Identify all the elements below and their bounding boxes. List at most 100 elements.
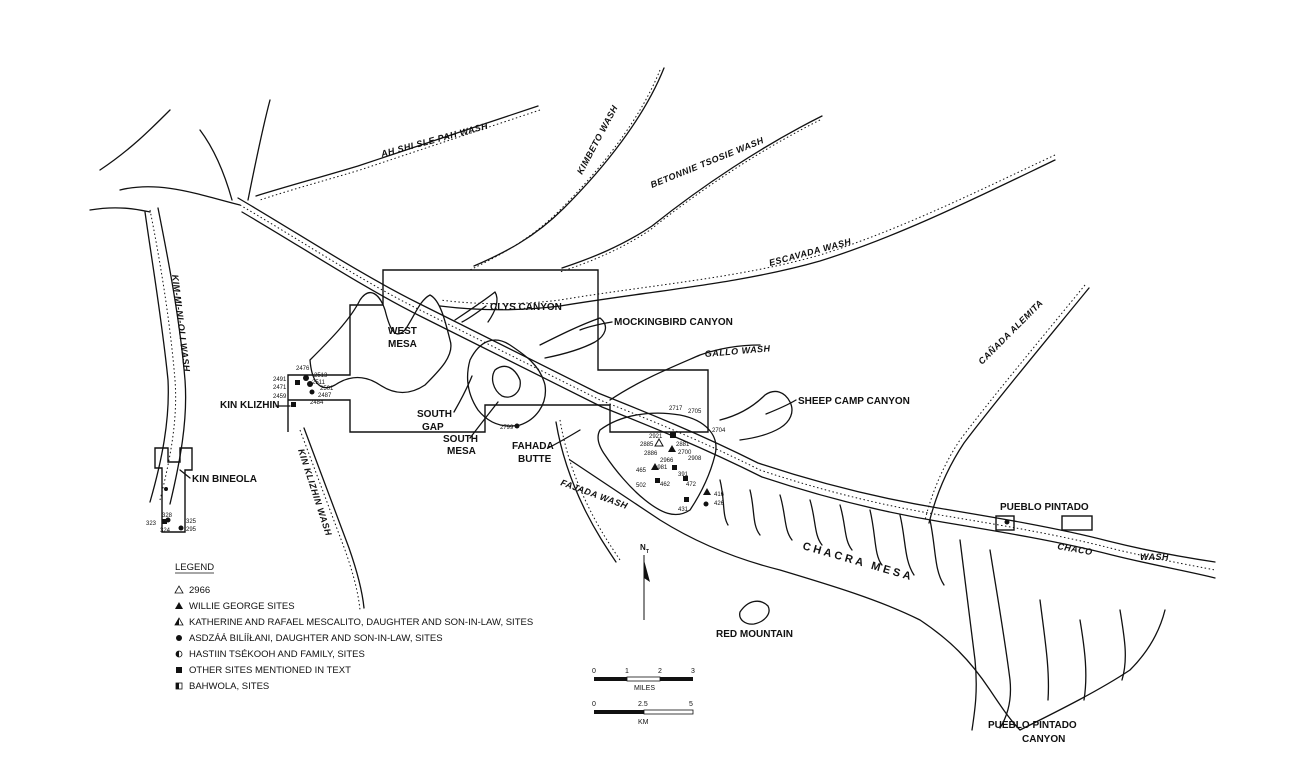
site-marker (668, 445, 676, 452)
scale-bar-miles-segment (660, 677, 693, 681)
site-label: 502 (636, 483, 647, 489)
leader-line (179, 469, 191, 479)
kimbeto-wash-bank (473, 67, 665, 267)
west-label: WEST (388, 326, 417, 337)
south-mesa-edge (467, 339, 547, 427)
site-marker (672, 465, 677, 470)
scale-miles-unit: MILES (634, 685, 655, 692)
filled-circle-icon (176, 635, 182, 641)
site-marker (651, 463, 659, 470)
site-label: 2885 (640, 442, 654, 448)
upper-left-drainage (89, 109, 241, 213)
site-label: 2459 (273, 394, 287, 400)
south-mesa-label-1: SOUTH (443, 434, 478, 445)
north-sub-label: T (646, 549, 649, 555)
scale-km-tick-1: 2.5 (638, 701, 648, 708)
mesa-escarpments (309, 291, 1166, 731)
kin-klizhin-label: KIN KLIZHIN (220, 400, 279, 411)
site-label: 2881 (676, 442, 690, 448)
site-label: 426 (714, 501, 725, 507)
gallo-wash-label: GALLO WASH (704, 343, 771, 359)
sheep-camp-canyon (719, 390, 793, 441)
fajada-wash-label: FAJADA WASH (559, 477, 629, 511)
site-marker (514, 423, 520, 429)
site-marker (684, 497, 689, 502)
site-label: 416 (714, 492, 725, 498)
scale-miles-tick-0: 0 (592, 668, 596, 675)
chaco-wash-line (239, 204, 1216, 571)
leader-line (547, 429, 581, 449)
ah-shi-sle-pah-wash-line (259, 109, 541, 201)
site-label: 2921 (649, 434, 663, 440)
south-gap-label-2: GAP (422, 422, 444, 433)
site-marker (178, 525, 184, 531)
site-label: 2511 (312, 380, 326, 386)
scale-bar-miles-segment (626, 676, 661, 682)
half-circle-fill (176, 651, 179, 657)
north-arrow: N T (640, 543, 650, 620)
site-label: 295 (186, 527, 197, 533)
leader-line (765, 399, 797, 415)
upper-left-drainage-2 (199, 99, 271, 201)
half-square-fill (176, 683, 179, 689)
chaco-wash-north-bank (237, 197, 1216, 563)
site-marker (295, 380, 300, 385)
open-triangle-icon (174, 585, 184, 594)
site-label: 472 (686, 482, 697, 488)
half-triangle-fill (175, 618, 179, 625)
legend-item-label: WILLIE GEORGE SITES (189, 601, 295, 612)
site-label: 2487 (318, 393, 332, 399)
site-marker (162, 519, 167, 524)
site-label: 431 (678, 507, 689, 513)
site-label: 2966 (660, 458, 674, 464)
site-label: 391 (678, 472, 689, 478)
scale-miles-tick-1: 1 (625, 668, 629, 675)
site-label: 1981 (654, 465, 668, 471)
kim-mi-ni-oli-wash-line (149, 209, 177, 501)
sheep-camp-canyon-label: SHEEP CAMP CANYON (798, 396, 910, 407)
west-mesa-edge (309, 291, 452, 394)
wash-label: WASH (1140, 552, 1169, 562)
site-label: 2886 (644, 451, 658, 457)
mesa-label: MESA (388, 339, 417, 350)
kim-mi-ni-oli-wash-bank (144, 211, 169, 503)
site-label: 465 (636, 468, 647, 474)
mockingbird-canyon (539, 317, 607, 359)
red-mountain-outline (739, 600, 770, 625)
site-marker (670, 432, 676, 438)
kin-klizhin-wash-line (299, 429, 361, 611)
site-label: 2484 (310, 400, 324, 406)
site-label: 2705 (688, 409, 702, 415)
site-label: 2717 (669, 406, 683, 412)
site-label: 462 (660, 482, 671, 488)
betonnie-tsosie-wash-label: BETONNIE TSOSIE WASH (649, 135, 765, 190)
fahada-mesa-edge (597, 412, 717, 516)
escavada-wash-line (439, 154, 1056, 305)
site-label: 2501 (320, 386, 334, 392)
pueblo-pintado-box (995, 515, 1015, 531)
kin-bineola-boundary (154, 447, 193, 533)
legend-item-label: 2966 (189, 585, 210, 596)
site-label: 2799 (500, 425, 514, 431)
site-marker (703, 501, 709, 507)
betonnie-wash-bank (561, 115, 823, 269)
site-marker (291, 402, 296, 407)
filled-triangle-icon (175, 602, 183, 609)
north-label: N (640, 543, 646, 552)
leader-line (461, 305, 487, 323)
red-mountain-label: RED MOUNTAIN (716, 629, 793, 640)
pueblo-pintado-site (1004, 519, 1010, 525)
pueblo-pintado-canyon-label-2: CANYON (1022, 734, 1065, 745)
north-arrow-head (644, 560, 650, 582)
scale-bar-km-segment (594, 710, 644, 714)
mockingbird-canyon-label: MOCKINGBIRD CANYON (614, 317, 733, 328)
chacra-mesa-label: CHACRA MESA (801, 540, 915, 583)
site-marker (654, 437, 664, 447)
kin-klizhin-wash-bank (303, 427, 365, 609)
leader-line (469, 401, 499, 439)
scale-bar-miles-segment (594, 677, 627, 681)
leader-line (453, 375, 473, 413)
site-marker (307, 381, 313, 387)
legend-item-label: ASDZÁÁ BILÍÍŁANI, DAUGHTER AND SON-IN-LA… (189, 633, 443, 644)
